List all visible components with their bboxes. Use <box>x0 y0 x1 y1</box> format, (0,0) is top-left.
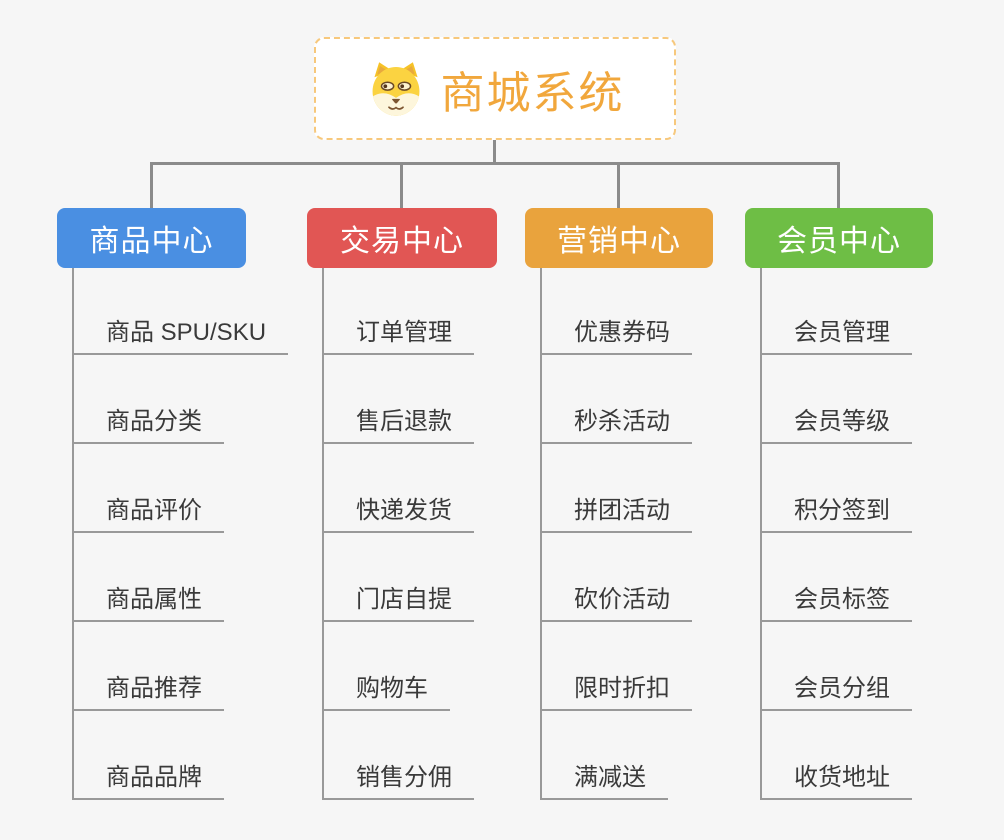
leaf-node[interactable]: 会员分组 <box>760 651 912 711</box>
branch-children-trade-center: 订单管理 售后退款 快递发货 门店自提 购物车 销售分佣 <box>322 268 552 803</box>
branch-node-trade-center[interactable]: 交易中心 <box>307 208 497 268</box>
branch-children-product-center: 商品 SPU/SKU 商品分类 商品评价 商品属性 商品推荐 商品品牌 <box>72 268 302 803</box>
root-title: 商城系统 <box>440 68 625 118</box>
connector-drop-member <box>837 164 840 208</box>
leaf-node[interactable]: 限时折扣 <box>540 651 692 711</box>
leaf-node[interactable]: 收货地址 <box>760 740 912 800</box>
branch-children-marketing-center: 优惠券码 秒杀活动 拼团活动 砍价活动 限时折扣 满减送 <box>540 268 770 803</box>
leaf-node[interactable]: 会员管理 <box>760 295 912 355</box>
leaf-node[interactable]: 门店自提 <box>322 562 474 622</box>
leaf-node[interactable]: 优惠券码 <box>540 295 692 355</box>
branch-trunk-line <box>72 268 74 798</box>
connector-drop-product <box>150 164 153 208</box>
leaf-node[interactable]: 商品评价 <box>72 473 224 533</box>
leaf-node[interactable]: 商品品牌 <box>72 740 224 800</box>
connector-root-trunk <box>493 140 496 164</box>
leaf-node[interactable]: 售后退款 <box>322 384 474 444</box>
leaf-node[interactable]: 会员等级 <box>760 384 912 444</box>
leaf-node[interactable]: 商品推荐 <box>72 651 224 711</box>
leaf-node[interactable]: 购物车 <box>322 651 450 711</box>
leaf-node[interactable]: 商品分类 <box>72 384 224 444</box>
branch-node-product-center[interactable]: 商品中心 <box>57 208 246 268</box>
leaf-node[interactable]: 秒杀活动 <box>540 384 692 444</box>
branch-trunk-line <box>540 268 542 798</box>
leaf-node[interactable]: 砍价活动 <box>540 562 692 622</box>
leaf-node[interactable]: 销售分佣 <box>322 740 474 800</box>
branch-trunk-line <box>760 268 762 798</box>
root-node-mall-system[interactable]: 商城系统 <box>314 37 676 140</box>
leaf-node[interactable]: 满减送 <box>540 740 668 800</box>
leaf-node[interactable]: 订单管理 <box>322 295 474 355</box>
connector-drop-trade <box>400 164 403 208</box>
connector-bus <box>150 162 840 165</box>
doge-icon <box>372 62 419 116</box>
leaf-node[interactable]: 积分签到 <box>760 473 912 533</box>
branch-node-marketing-center[interactable]: 营销中心 <box>525 208 713 268</box>
leaf-node[interactable]: 拼团活动 <box>540 473 692 533</box>
branch-trunk-line <box>322 268 324 798</box>
branch-node-member-center[interactable]: 会员中心 <box>745 208 933 268</box>
leaf-node[interactable]: 商品属性 <box>72 562 224 622</box>
connector-drop-marketing <box>617 164 620 208</box>
branch-children-member-center: 会员管理 会员等级 积分签到 会员标签 会员分组 收货地址 <box>760 268 990 803</box>
leaf-node[interactable]: 快递发货 <box>322 473 474 533</box>
leaf-node[interactable]: 商品 SPU/SKU <box>72 295 289 355</box>
leaf-node[interactable]: 会员标签 <box>760 562 912 622</box>
